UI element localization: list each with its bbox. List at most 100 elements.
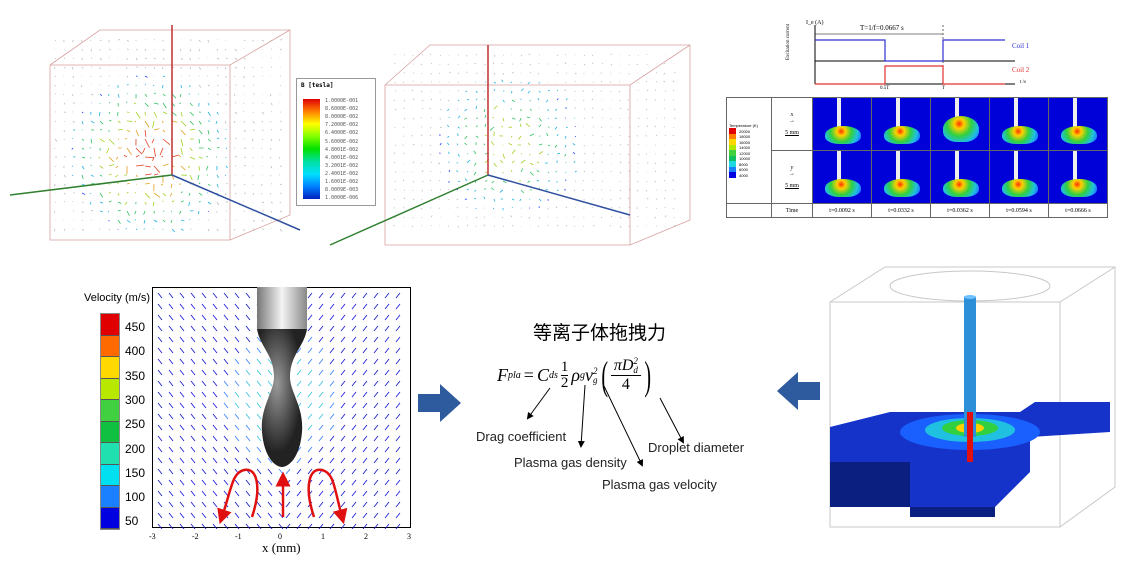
vector-arrow	[654, 180, 657, 183]
vector-arrow	[270, 210, 272, 213]
vector-arrow	[672, 207, 675, 210]
vector-arrow	[152, 201, 155, 207]
vector-arrow	[157, 336, 163, 343]
vector-arrow	[157, 512, 163, 519]
vector-arrow	[502, 180, 507, 184]
vector-arrow	[456, 143, 459, 146]
vector-arrow	[619, 189, 622, 192]
vector-arrow	[63, 201, 65, 203]
vector-arrow	[99, 165, 104, 169]
vector-arrow	[466, 153, 468, 155]
vector-arrow	[216, 48, 218, 51]
vector-arrow	[234, 192, 237, 195]
vector-arrow	[198, 57, 200, 60]
vector-arrow	[636, 63, 639, 66]
vector-arrow	[483, 108, 486, 113]
vector-arrow	[216, 146, 220, 149]
vector-arrow	[574, 72, 577, 75]
vector-arrow	[329, 292, 335, 299]
vector-arrow	[126, 191, 129, 194]
vector-arrow	[270, 93, 272, 97]
vector-arrow	[81, 138, 85, 141]
vector-arrow	[464, 142, 468, 146]
vector-arrow	[234, 369, 240, 376]
vector-arrow	[474, 189, 477, 192]
vector-arrow	[252, 210, 254, 212]
vector-arrow	[318, 303, 324, 310]
vector-arrow	[256, 501, 262, 508]
formula-lhs-sub: pla	[508, 370, 521, 381]
vector-arrow	[564, 144, 567, 148]
vector-arrow	[318, 490, 324, 497]
vector-arrow	[216, 129, 220, 133]
vector-arrow	[252, 75, 255, 78]
vector-arrow	[212, 369, 218, 376]
vector-arrow	[81, 147, 85, 150]
vector-arrow	[510, 90, 513, 94]
vector-arrow	[403, 197, 406, 200]
droplet	[257, 329, 307, 467]
vector-arrow	[198, 156, 203, 159]
vector-arrow	[565, 206, 568, 209]
vector-arrow	[491, 180, 495, 184]
vector-arrow	[395, 303, 401, 310]
vector-arrow	[318, 347, 324, 354]
vector-arrow	[520, 159, 526, 164]
vector-arrow	[529, 108, 532, 111]
vector-arrow	[429, 144, 432, 147]
vector-arrow	[362, 380, 368, 387]
vector-arrow	[499, 189, 504, 193]
vector-arrow	[117, 120, 121, 124]
vector-arrow	[457, 99, 460, 102]
vector-arrow	[483, 224, 486, 227]
vector-arrow	[99, 210, 103, 213]
vector-arrow	[225, 147, 228, 150]
vector-arrow	[393, 99, 396, 102]
vector-arrow	[565, 54, 567, 56]
vector-arrow	[207, 147, 212, 151]
vector-arrow	[63, 102, 66, 105]
colorbar-segment	[101, 443, 119, 465]
vector-arrow	[373, 490, 379, 497]
vector-arrow	[152, 120, 155, 129]
vector-arrow	[574, 63, 576, 65]
vector-arrow	[144, 156, 154, 159]
vector-arrow	[207, 111, 211, 117]
vector-arrow	[256, 468, 262, 475]
vector-arrow	[340, 413, 346, 420]
vector-arrow	[645, 80, 648, 83]
vector-arrow	[502, 225, 505, 227]
vector-arrow	[190, 479, 196, 486]
vector-arrow	[152, 156, 155, 162]
vector-arrow	[157, 501, 163, 508]
vector-arrow	[223, 424, 229, 431]
vector-arrow	[556, 98, 559, 101]
vector-arrow	[601, 135, 604, 137]
vector-arrow	[456, 198, 459, 201]
vector-arrow	[340, 292, 346, 299]
vector-arrow	[135, 147, 143, 155]
vector-arrow	[180, 120, 187, 127]
vector-arrow	[362, 325, 368, 332]
vector-arrow	[216, 66, 218, 69]
vector-arrow	[63, 66, 66, 69]
vector-arrow	[362, 435, 368, 442]
vector-arrow	[90, 138, 93, 144]
tesla-legend-title: B [tesla]	[301, 82, 334, 89]
vector-arrow	[421, 170, 424, 173]
vector-arrow	[663, 197, 666, 200]
vector-arrow	[645, 207, 648, 209]
vector-arrow	[564, 62, 567, 65]
temperature-legend-value: 6000	[739, 167, 748, 172]
vector-arrow	[395, 490, 401, 497]
vector-arrow	[307, 391, 313, 398]
vector-arrow	[245, 424, 251, 431]
vector-arrow	[234, 435, 240, 442]
vector-arrow	[223, 314, 229, 321]
vector-arrow	[373, 369, 379, 376]
vector-arrow	[99, 201, 104, 204]
vector-arrow	[429, 126, 432, 129]
temperature-legend-item: 16000	[729, 139, 769, 145]
vector-arrow	[178, 154, 182, 158]
